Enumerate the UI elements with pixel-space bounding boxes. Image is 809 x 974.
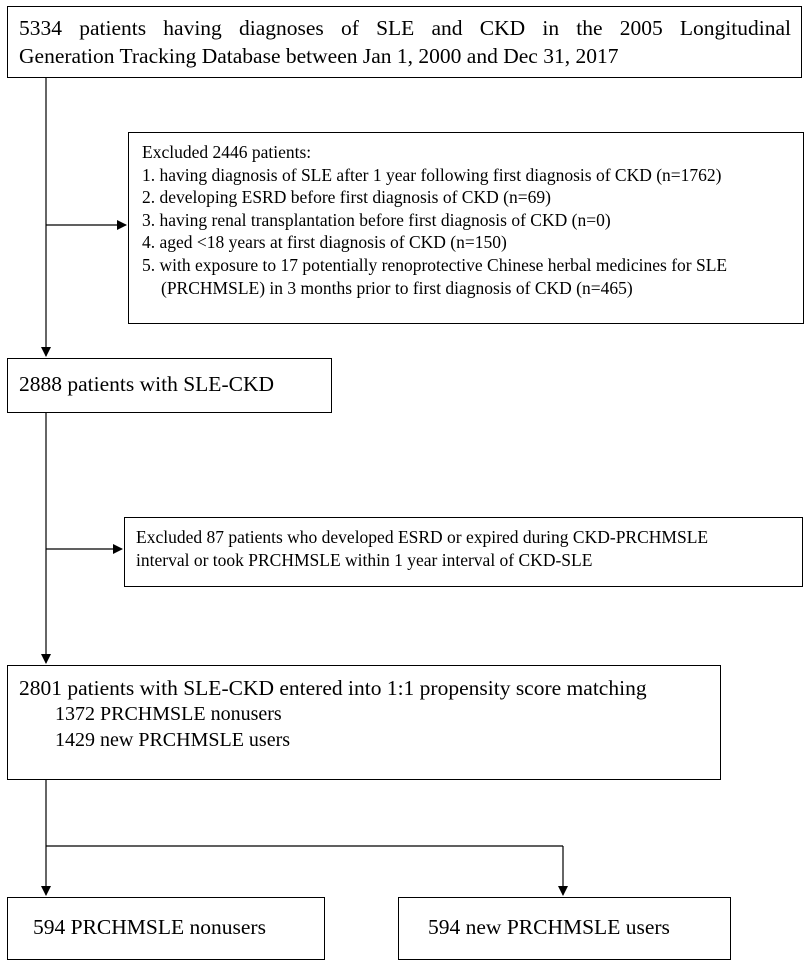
exclusion-1-item: 4. aged <18 years at first diagnosis of …	[142, 232, 507, 253]
outcome-users-text: 594 new PRCHMSLE users	[428, 915, 670, 939]
exclusion-1-item: 2. developing ESRD before first diagnosi…	[142, 187, 551, 208]
exclusion-1-item: 5. with exposure to 17 potentially renop…	[142, 254, 728, 275]
sle-ckd-box: 2888 patients with SLE-CKD	[7, 358, 332, 413]
exclusion-2-line-2: interval or took PRCHMSLE within 1 year …	[136, 550, 593, 570]
exclusion-1-item: 3. having renal transplantation before f…	[142, 209, 611, 230]
propensity-matching-nonusers: 1372 PRCHMSLE nonusers	[55, 703, 282, 725]
source-population-box: 5334 patients having diagnoses of SLE an…	[7, 6, 802, 78]
exclusion-box-1: Excluded 2446 patients: 1. having diagno…	[128, 132, 804, 324]
sle-ckd-text: 2888 patients with SLE-CKD	[19, 372, 274, 396]
propensity-matching-users: 1429 new PRCHMSLE users	[55, 729, 291, 751]
propensity-matching-box: 2801 patients with SLE-CKD entered into …	[7, 665, 721, 780]
propensity-matching-title: 2801 patients with SLE-CKD entered into …	[19, 676, 647, 700]
source-population-line-1: 5334 patients having diagnoses of SLE an…	[19, 16, 791, 40]
outcome-users-box: 594 new PRCHMSLE users	[398, 897, 731, 960]
exclusion-1-item-continuation: (PRCHMSLE) in 3 months prior to first di…	[161, 277, 633, 298]
source-population-line-2: Generation Tracking Database between Jan…	[19, 44, 619, 68]
exclusion-2-line-1: Excluded 87 patients who developed ESRD …	[136, 527, 709, 547]
outcome-nonusers-box: 594 PRCHMSLE nonusers	[7, 897, 325, 960]
exclusion-box-2: Excluded 87 patients who developed ESRD …	[124, 517, 803, 587]
outcome-nonusers-text: 594 PRCHMSLE nonusers	[33, 915, 266, 939]
exclusion-1-item: 1. having diagnosis of SLE after 1 year …	[142, 164, 722, 185]
exclusion-1-heading: Excluded 2446 patients:	[142, 142, 312, 162]
